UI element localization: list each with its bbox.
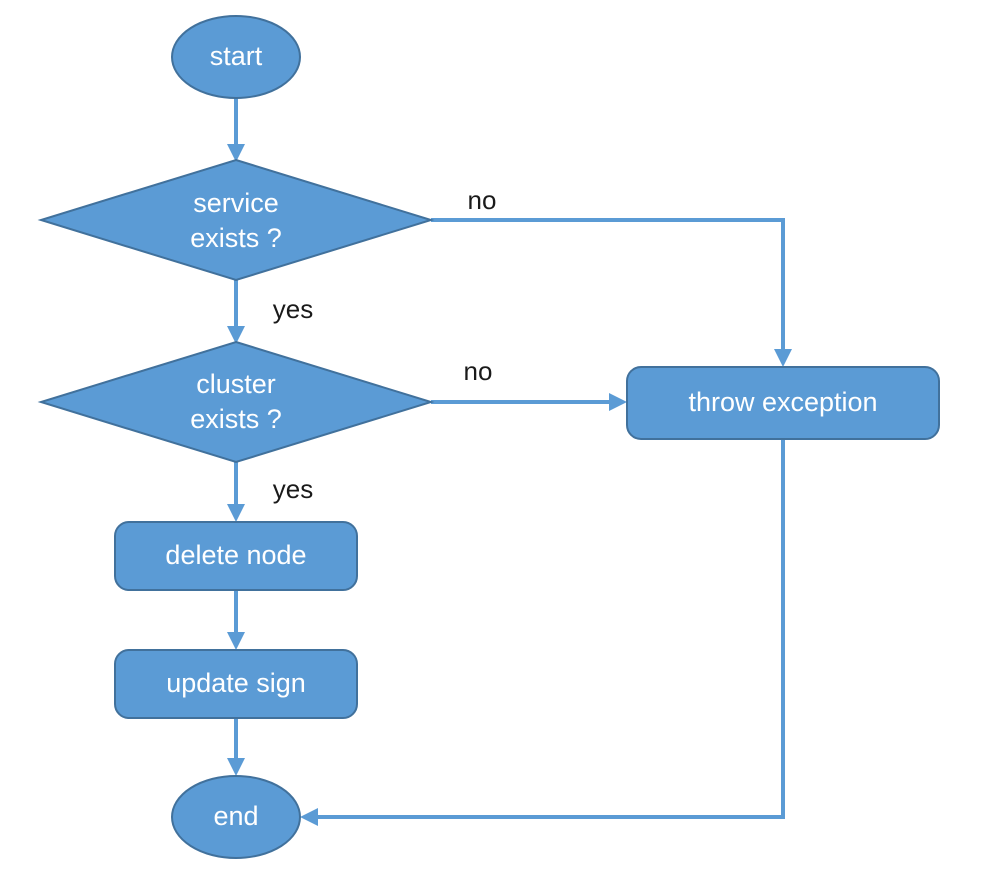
edge-label-service-yes: yes: [273, 294, 313, 324]
node-update-sign[interactable]: update sign: [114, 649, 358, 719]
throw-exception-rect-shape[interactable]: [626, 366, 940, 440]
arrowhead-down-icon: [227, 632, 245, 650]
edge-service-yes-to-cluster: [227, 280, 245, 344]
edge-service-no-to-throw: [431, 218, 792, 367]
node-layer: start service exists ? cluster exists ? …: [37, 15, 940, 859]
arrowhead-down-icon: [774, 349, 792, 367]
node-end[interactable]: end: [171, 775, 301, 859]
edge-line: [310, 439, 785, 819]
node-start-label: start: [210, 41, 263, 71]
node-throw-label: throw exception: [688, 387, 877, 417]
edge-cluster-no-to-throw: [431, 393, 627, 411]
node-start[interactable]: start: [171, 15, 301, 99]
cluster-diamond-shape[interactable]: [37, 340, 435, 464]
delete-node-rect-shape[interactable]: [114, 521, 358, 591]
node-service-label-line1: service: [193, 188, 279, 218]
arrowhead-down-icon: [227, 326, 245, 344]
node-service-exists[interactable]: service exists ?: [37, 158, 435, 282]
end-ellipse-shape[interactable]: [171, 775, 301, 859]
node-cluster-label-line1: cluster: [196, 369, 276, 399]
edge-update-to-end: [227, 718, 245, 776]
edge-label-cluster-no: no: [464, 356, 493, 386]
edge-cluster-yes-to-delete: [227, 462, 245, 522]
node-throw-exception[interactable]: throw exception: [626, 366, 940, 440]
node-cluster-label-line2: exists ?: [190, 404, 282, 434]
start-ellipse-shape[interactable]: [171, 15, 301, 99]
node-update-label: update sign: [166, 668, 306, 698]
node-cluster-exists[interactable]: cluster exists ?: [37, 340, 435, 464]
edge-line: [431, 218, 785, 357]
edge-throw-to-end: [300, 439, 785, 826]
edge-start-to-service: [227, 98, 245, 162]
node-end-label: end: [213, 801, 258, 831]
connector-layer: [227, 98, 792, 826]
arrowhead-down-icon: [227, 144, 245, 162]
node-delete-node[interactable]: delete node: [114, 521, 358, 591]
arrowhead-down-icon: [227, 758, 245, 776]
node-service-label-line2: exists ?: [190, 223, 282, 253]
arrowhead-down-icon: [227, 504, 245, 522]
arrowhead-right-icon: [609, 393, 627, 411]
edge-delete-to-update: [227, 590, 245, 650]
edge-label-cluster-yes: yes: [273, 474, 313, 504]
update-sign-rect-shape[interactable]: [114, 649, 358, 719]
edge-label-layer: no yes no yes: [273, 185, 497, 504]
service-diamond-shape[interactable]: [37, 158, 435, 282]
node-delete-label: delete node: [165, 540, 306, 570]
arrowhead-left-icon: [300, 808, 318, 826]
edge-label-service-no: no: [468, 185, 497, 215]
